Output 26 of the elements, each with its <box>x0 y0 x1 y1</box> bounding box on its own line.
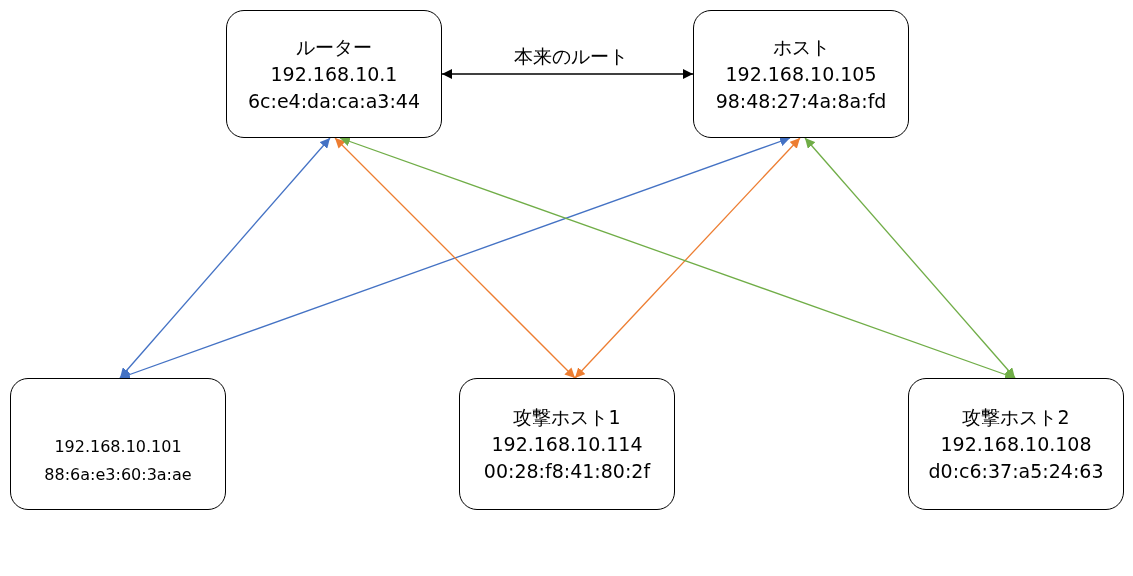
arrow <box>339 136 1016 380</box>
node-text: ルーター <box>296 34 372 60</box>
node-text: d0:c6:37:a5:24:63 <box>928 458 1104 484</box>
node-text: 攻撃ホスト1 <box>513 404 621 430</box>
arrow <box>574 137 801 379</box>
arrow <box>334 137 576 379</box>
host-box <box>908 378 1124 510</box>
arrow <box>119 136 791 380</box>
node-text: 00:28:f8:41:80:2f <box>483 458 651 484</box>
node-text: 192.168.10.105 <box>725 61 877 87</box>
arrow <box>119 137 331 379</box>
host-box <box>226 10 442 138</box>
node-text: 192.168.10.114 <box>491 431 643 457</box>
node-text: 192.168.10.1 <box>270 61 398 87</box>
node-text: ホスト <box>772 34 830 60</box>
node-text: 192.168.10.101 <box>54 436 182 458</box>
host-box <box>693 10 909 138</box>
node-text: 6c:e4:da:ca:a3:44 <box>248 88 420 114</box>
node-text: 攻撃ホスト2 <box>962 404 1070 430</box>
host-box <box>10 378 226 510</box>
node-text: 192.168.10.108 <box>940 431 1092 457</box>
node-text: 88:6a:e3:60:3a:ae <box>44 464 192 486</box>
arrow <box>804 137 1016 379</box>
host-box <box>459 378 675 510</box>
arrow <box>441 69 694 79</box>
node-text: 98:48:27:4a:8a:fd <box>715 88 887 114</box>
